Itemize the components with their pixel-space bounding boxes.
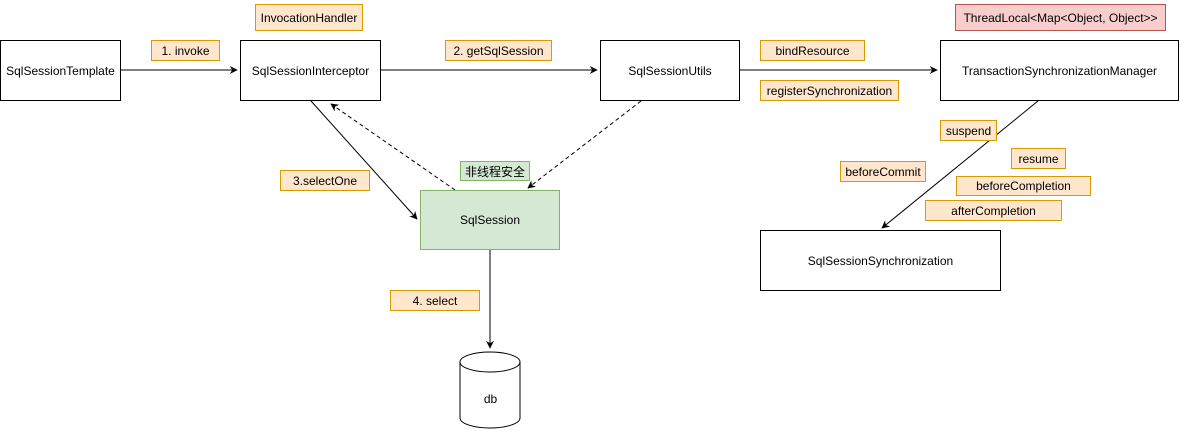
node-label: SqlSessionInterceptor: [251, 63, 370, 78]
label-invocation-handler: InvocationHandler: [255, 4, 363, 31]
node-label: TransactionSynchronizationManager: [962, 63, 1157, 78]
node-label: SqlSessionTemplate: [6, 63, 115, 78]
label-not-thread-safe: 非线程安全: [460, 161, 530, 181]
label-register-synchronization: registerSynchronization: [760, 80, 899, 101]
db-cylinder-shape: [459, 351, 521, 429]
label-before-completion: beforeCompletion: [956, 176, 1091, 196]
label-invoke: 1. invoke: [151, 40, 220, 61]
label-after-completion: afterCompletion: [925, 200, 1062, 221]
node-sql-session: SqlSession: [420, 190, 560, 250]
node-sql-session-interceptor: SqlSessionInterceptor: [240, 40, 381, 101]
label-resume: resume: [1011, 148, 1066, 169]
node-label: SqlSession: [459, 213, 521, 227]
node-db-label: db: [483, 392, 498, 406]
node-sql-session-utils: SqlSessionUtils: [600, 40, 740, 101]
node-label: SqlSessionSynchronization: [807, 253, 954, 268]
node-label: SqlSessionUtils: [628, 63, 712, 78]
edge-interceptor-to-sqlsession: [310, 100, 418, 220]
label-suspend: suspend: [940, 120, 997, 141]
label-before-commit: beforeCommit: [840, 161, 926, 182]
label-bind-resource: bindResource: [760, 40, 865, 61]
node-sql-session-template: SqlSessionTemplate: [0, 40, 121, 101]
node-sql-session-synchronization: SqlSessionSynchronization: [760, 230, 1001, 291]
label-select-one: 3.selectOne: [280, 170, 370, 191]
label-select: 4. select: [390, 290, 480, 311]
edge-utils-to-sqlsession-dashed: [527, 100, 642, 189]
label-thread-local: ThreadLocal<Map<Object, Object>>: [955, 4, 1166, 31]
node-transaction-sync-manager: TransactionSynchronizationManager: [940, 40, 1179, 101]
edge-manager-to-synchronization: [881, 100, 1039, 229]
label-get-sql-session: 2. getSqlSession: [445, 40, 552, 61]
